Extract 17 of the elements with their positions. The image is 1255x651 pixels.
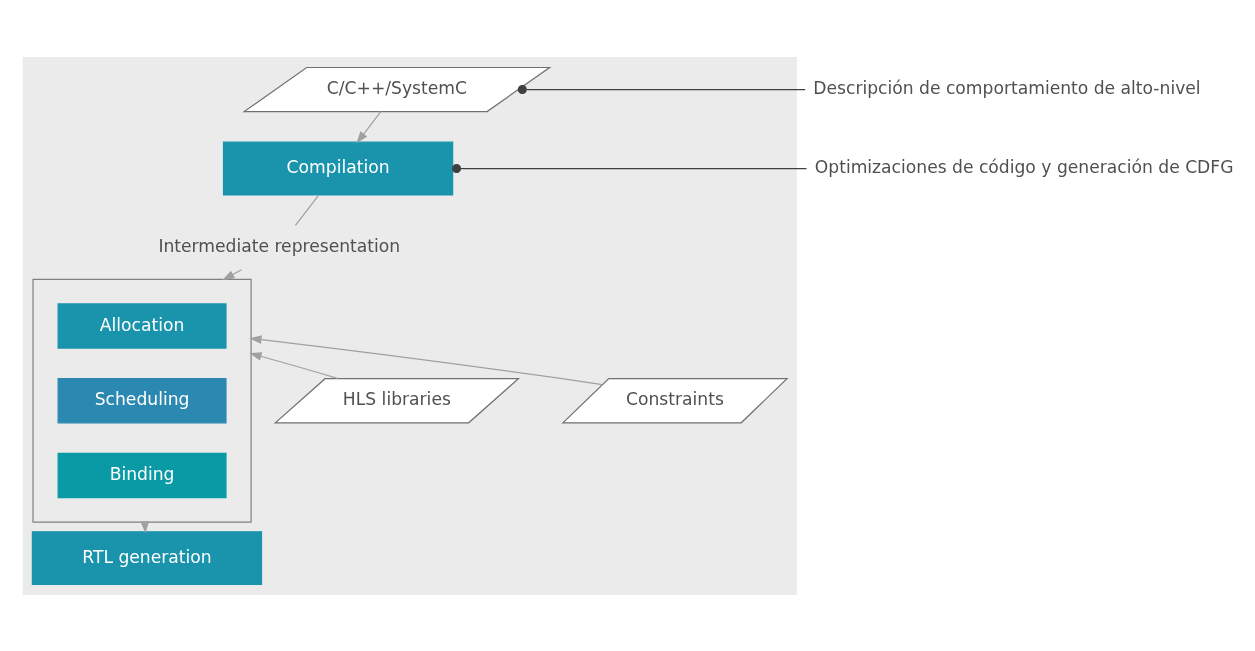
connector (452, 163, 808, 173)
node-text: Intermediate representation (158, 235, 401, 256)
node-box: Binding (57, 452, 227, 498)
connector (294, 194, 320, 226)
node-box: Compilation (222, 141, 454, 196)
arrow (249, 334, 603, 385)
node-box: RTL generation (31, 530, 263, 585)
node-text: Optimizaciones de código y generación de CDFG (814, 156, 1234, 177)
node-box: Allocation (57, 302, 227, 349)
arrow (222, 268, 243, 280)
connector (517, 84, 806, 94)
arrow (356, 110, 382, 144)
arrow (249, 351, 339, 379)
cluster (32, 278, 252, 523)
cluster (22, 56, 797, 595)
node-box: Scheduling (57, 377, 227, 423)
node-text: Descripción de comportamiento de alto-nivel (813, 77, 1201, 98)
